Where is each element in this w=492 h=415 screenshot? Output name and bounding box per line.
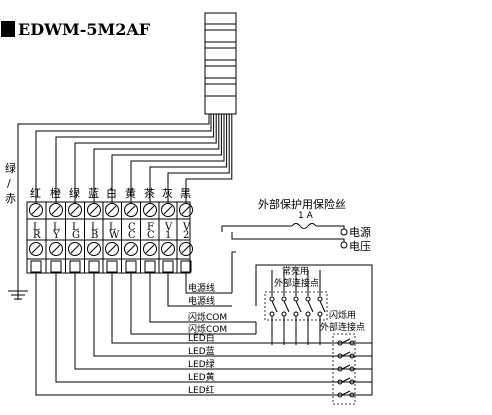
terminal-label-bottom: C: [128, 230, 136, 241]
terminal-label-top: F: [147, 222, 154, 233]
flash-contacts-label-1: 闪烁用: [329, 309, 356, 321]
title-marker: [1, 21, 15, 37]
terminal-pin: [88, 260, 100, 273]
output-line-label: LED白: [188, 332, 215, 344]
terminal-screw-top: [49, 203, 63, 217]
wire-color-label: 黄: [125, 186, 136, 200]
terminal-pin: [69, 260, 81, 273]
terminal-label-top: L: [53, 222, 60, 233]
terminal-screw-top: [87, 203, 101, 217]
terminal-pin: [125, 260, 137, 273]
output-line-label: 电源线: [188, 282, 215, 294]
output-line-label: LED绿: [188, 358, 215, 370]
fuse-icon: [221, 223, 345, 242]
output-line-label: LED黄: [188, 371, 215, 383]
fuse-label: 外部保护用保险丝: [258, 197, 346, 211]
ground-label-3: 赤: [5, 192, 16, 205]
terminal-label-bottom: Y: [52, 230, 60, 241]
terminal-screw-bottom: [179, 242, 193, 256]
terminal-pin: [180, 260, 192, 273]
flash-contact-switches: [332, 333, 372, 405]
terminal-label-top: V: [182, 222, 191, 233]
terminal-screw-bottom: [124, 242, 138, 256]
ground-label-1: 绿: [5, 161, 16, 175]
terminal-label-top: L: [109, 222, 116, 233]
terminal-label-bottom: 2: [183, 230, 189, 241]
wire-color-label: 绿: [69, 186, 80, 200]
steady-contact-switches: [264, 270, 328, 345]
wire-color-label: 茶: [144, 187, 155, 200]
terminal-screw-bottom: [68, 242, 82, 256]
terminal-label-top: L: [72, 222, 79, 233]
terminal-screw-top: [161, 203, 175, 217]
wire-color-labels: 红橙绿蓝白黄茶灰黑: [30, 186, 191, 200]
model-title: EDWM-5M2AF: [18, 20, 151, 39]
terminal-label-top: L: [91, 222, 98, 233]
terminal-screw-bottom: [161, 242, 175, 256]
wire-color-label: 红: [30, 187, 41, 200]
terminal-label-top: V: [164, 222, 173, 233]
terminal-screw-bottom: [105, 242, 119, 256]
wire-color-label: 黑: [180, 187, 191, 200]
terminal-pin: [162, 260, 174, 273]
fuse-rating: 1 A: [298, 211, 314, 221]
terminal-screw-top: [179, 203, 193, 217]
terminal-screw-top: [143, 203, 157, 217]
terminal-screw-top: [105, 203, 119, 217]
output-line-label: 闪烁COM: [188, 311, 227, 323]
wire-color-label: 灰: [162, 186, 173, 200]
terminal-pin: [106, 260, 118, 273]
wire-color-label: 白: [106, 186, 117, 200]
wire-color-label: 橙: [50, 186, 61, 200]
output-line-label: LED红: [188, 384, 215, 396]
ground-symbol: [8, 290, 28, 300]
terminal-pin: [50, 260, 62, 273]
terminal-screw-top: [124, 203, 138, 217]
terminal-screw-bottom: [29, 242, 43, 256]
flash-contacts-label-2: 外部连接点: [320, 321, 365, 333]
terminal-pin: [30, 260, 42, 273]
terminal-screw-top: [29, 203, 43, 217]
terminal-screw-top: [68, 203, 82, 217]
power-label-2: 电压: [349, 240, 371, 253]
terminal-label-bottom: W: [109, 230, 120, 241]
terminal-screw-bottom: [143, 242, 157, 256]
terminal-label-bottom: C: [147, 230, 155, 241]
terminal-screw-bottom: [87, 242, 101, 256]
terminal-label-top: L: [33, 222, 40, 233]
terminal-label-bottom: B: [91, 230, 98, 241]
tower-wires: [17, 114, 233, 300]
terminal-pin: [144, 260, 156, 273]
wire-color-label: 蓝: [88, 187, 99, 200]
power-label-1: 电源: [349, 225, 371, 239]
output-line-label: 闪烁COM: [188, 323, 227, 335]
ground-label-2: /: [7, 177, 11, 190]
terminal-screw-bottom: [49, 242, 63, 256]
output-wires: [35, 251, 373, 396]
signal-tower: [204, 12, 237, 115]
terminal-label-bottom: G: [72, 230, 80, 241]
output-line-label: LED蓝: [188, 345, 215, 357]
terminal-label-top: C: [128, 222, 136, 233]
terminal-label-bottom: 1: [165, 230, 171, 241]
output-line-label: 电源线: [188, 295, 215, 307]
steady-contacts-label-2: 外部连接点: [274, 277, 319, 289]
terminal-label-bottom: R: [33, 230, 41, 241]
power-terminal-icon: [340, 228, 348, 249]
